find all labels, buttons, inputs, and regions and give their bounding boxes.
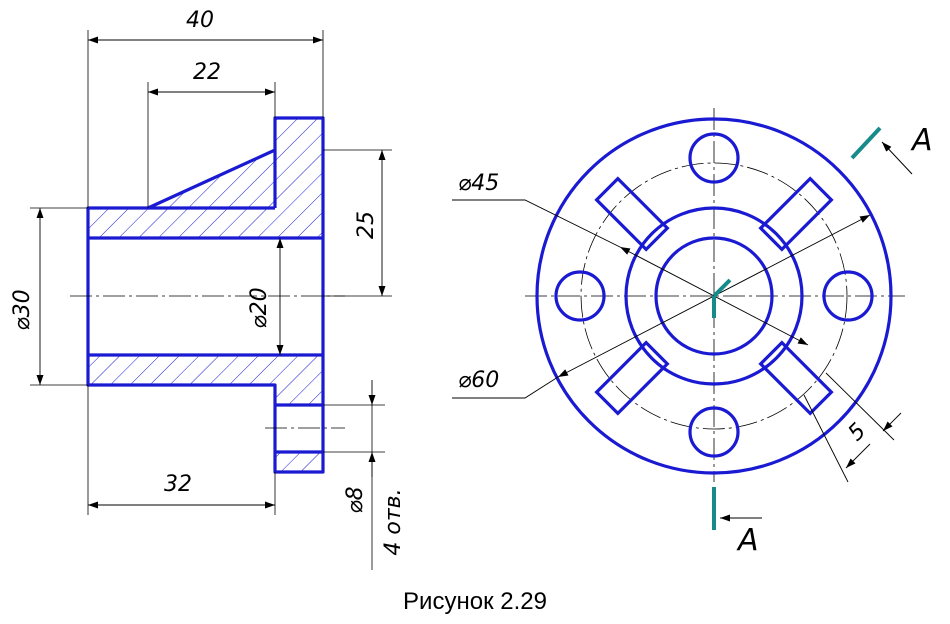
section-label-bottom: A [736,523,759,558]
section-extension-lines [30,30,392,570]
section-view: 40 22 25 32 ⌀30 ⌀20 ⌀8 4 отв. [10,8,406,570]
dim-diameter-8: ⌀8 [343,486,368,513]
cut-plane-top-stroke [850,126,882,160]
section-outline [86,116,325,474]
figure-caption: Рисунок 2.29 [403,588,547,615]
cut-plane-marks [712,126,913,530]
section-label-top: A [910,123,933,158]
bolt-hole-top [688,132,740,184]
bolt-hole-bottom [688,406,740,458]
dim-22: 22 [193,60,221,85]
dim-25: 25 [354,211,379,239]
section-dimension-lines [36,36,386,509]
cut-plane-center-stroke [712,278,732,298]
dim-32: 32 [164,472,192,497]
dim-diameter-45: ⌀45 [458,171,499,196]
dim-diameter-30: ⌀30 [10,289,35,330]
section-centerlines [70,295,345,429]
front-view: ⌀45 ⌀60 5 A A [452,108,933,558]
dim-diameter-60: ⌀60 [458,368,499,393]
holes-count-note: 4 отв. [381,488,406,555]
dim-rib-5: 5 [844,419,872,447]
section-hatching [88,118,323,472]
flange-outer-circle [535,117,893,475]
dim-diameter-20: ⌀20 [247,287,272,328]
dim-40: 40 [186,8,214,33]
